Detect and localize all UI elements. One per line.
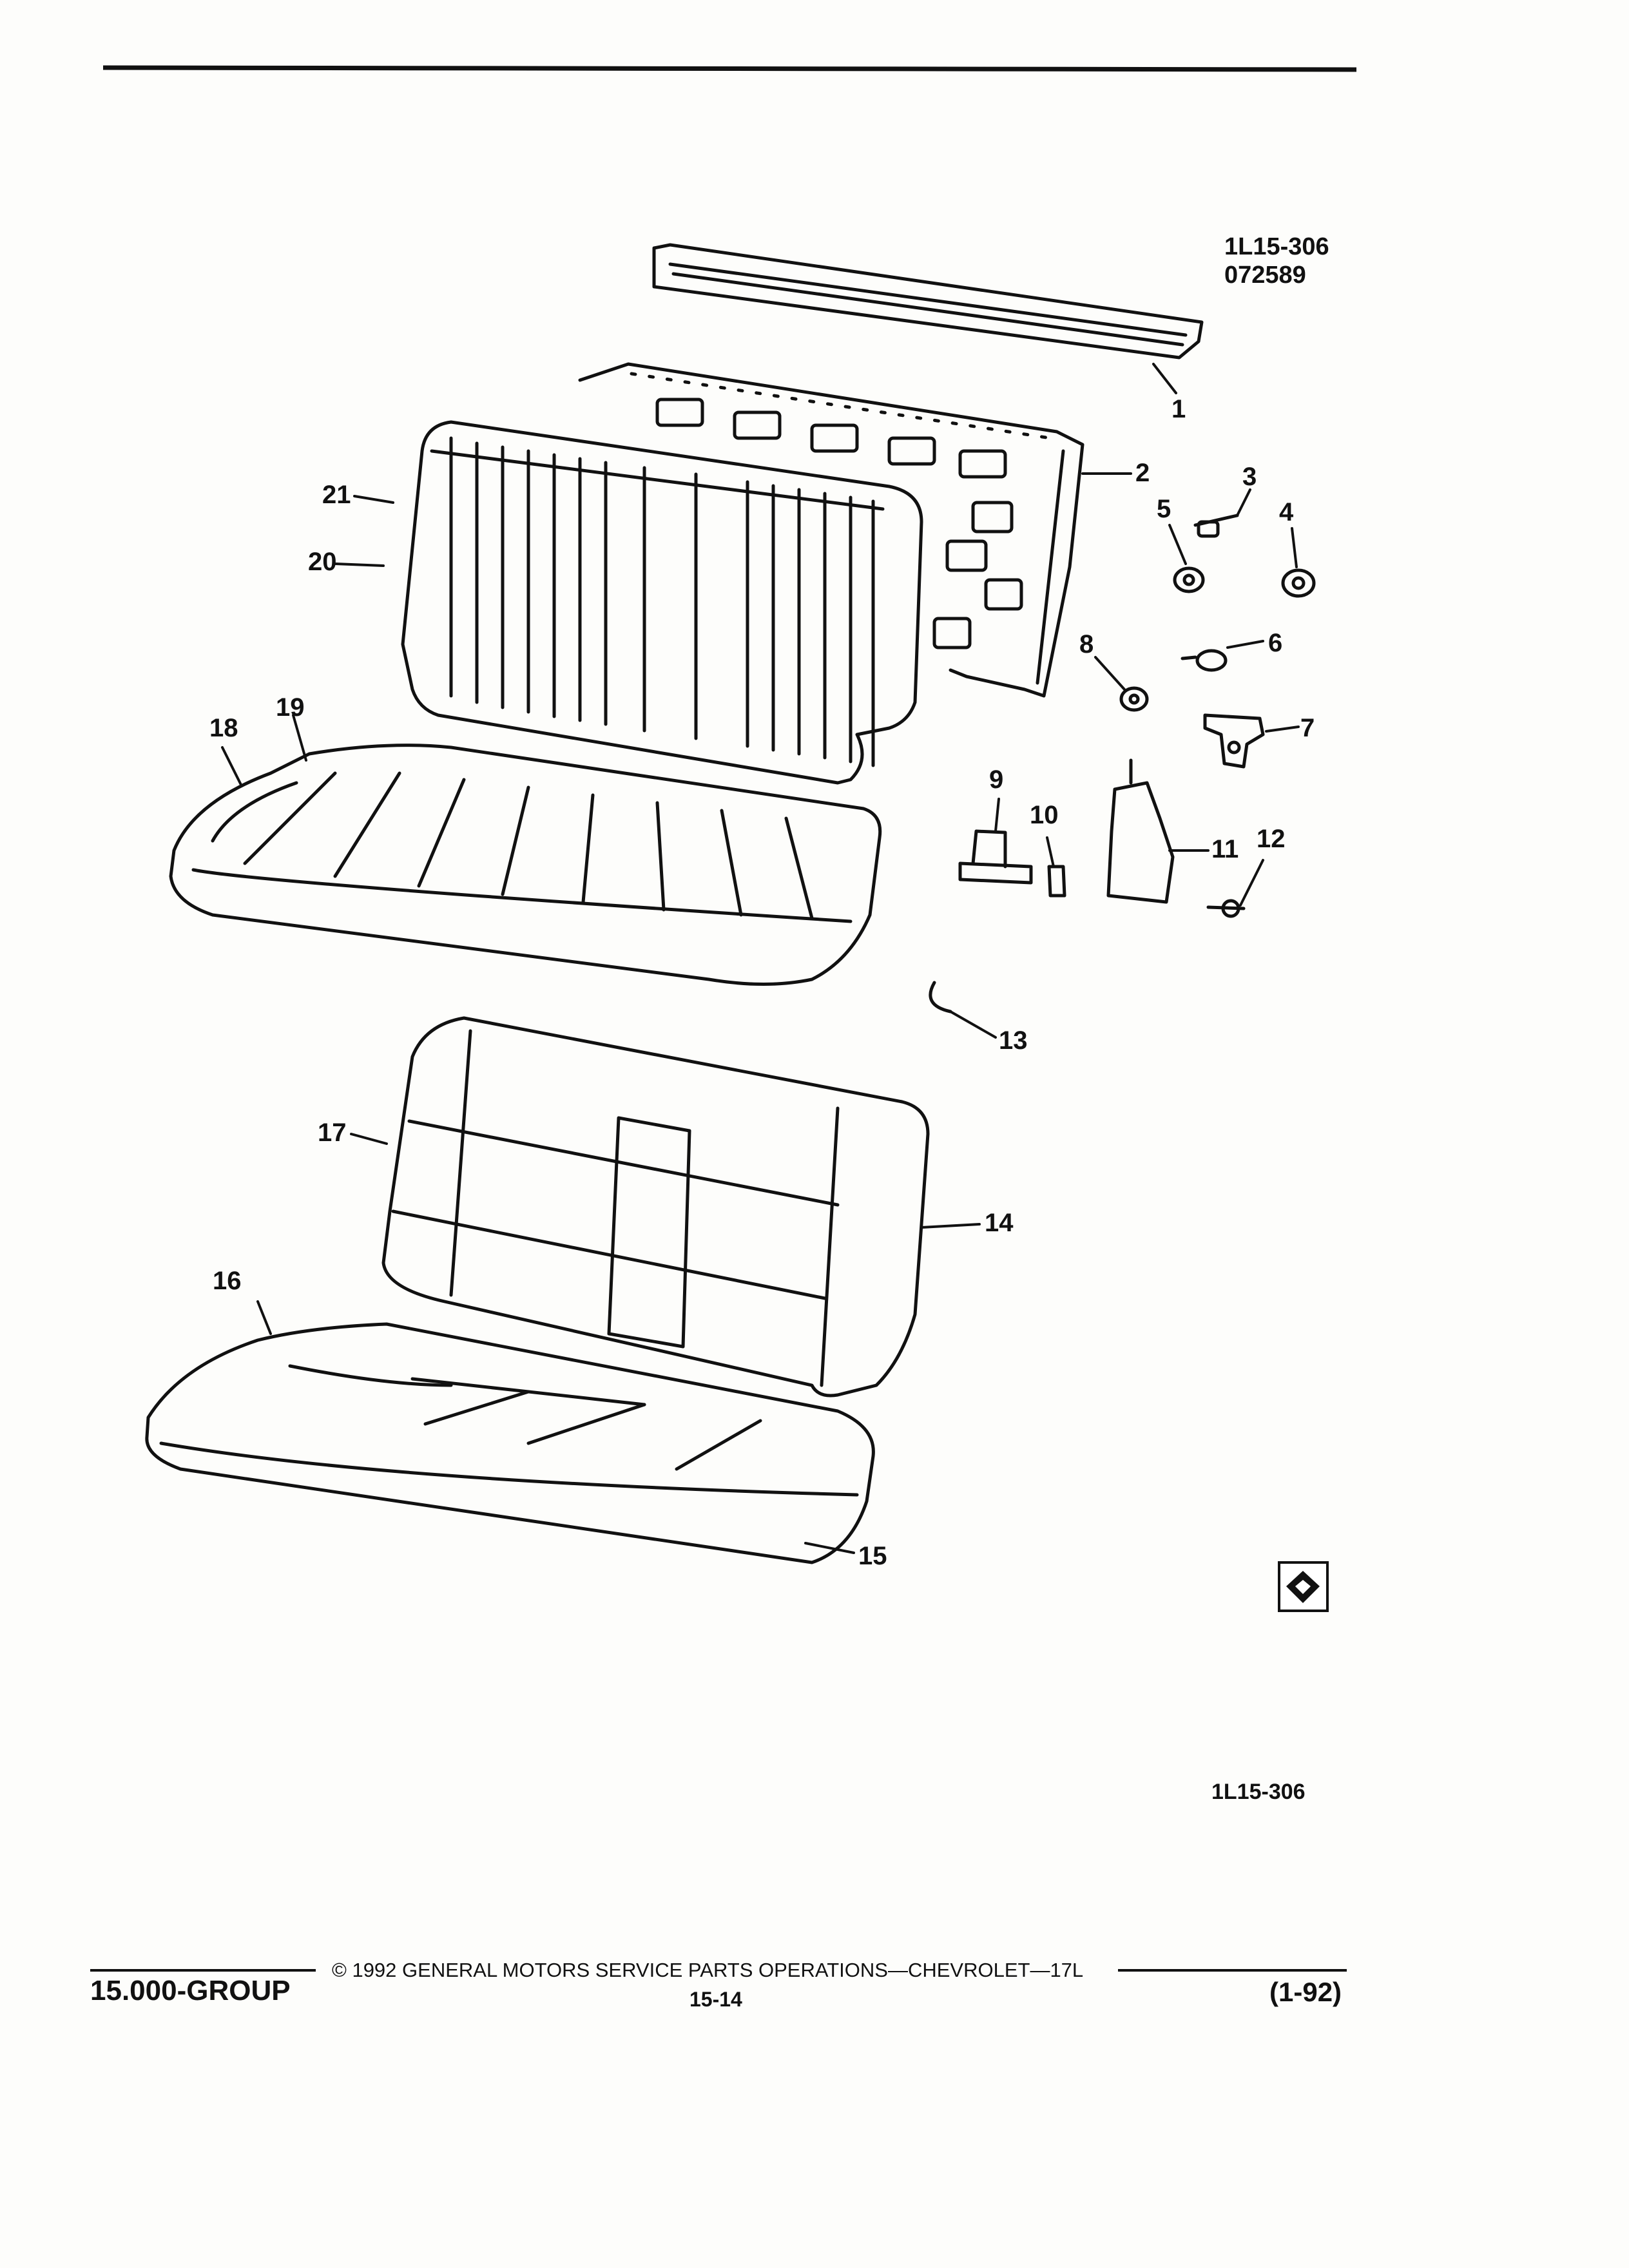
part-3-bolt — [1193, 514, 1239, 538]
callout-10: 10 — [1030, 801, 1059, 829]
part-12-bolt — [1206, 899, 1246, 918]
callout-2: 2 — [1135, 459, 1150, 487]
drawing-code-line-2: 072589 — [1224, 261, 1306, 289]
part-2-seat-back-frame — [578, 362, 1084, 698]
drawing-code-line-1: 1L15-306 — [1224, 233, 1329, 260]
callout-19: 19 — [276, 693, 305, 722]
callout-3: 3 — [1242, 463, 1257, 491]
part-11-latch — [1106, 758, 1175, 904]
callout-17: 17 — [318, 1119, 347, 1147]
footer-page-number: 15-14 — [689, 1988, 742, 2011]
part-21-seat-back-cushion — [401, 420, 923, 785]
callout-11: 11 — [1211, 835, 1239, 863]
callout-21: 21 — [322, 481, 351, 509]
callout-1: 1 — [1171, 395, 1186, 423]
callout-13: 13 — [999, 1026, 1028, 1055]
part-13-spring-clip — [929, 981, 952, 1014]
callout-6: 6 — [1268, 629, 1283, 657]
part-17-lower-seat-back — [381, 1016, 930, 1398]
part-5-nut — [1173, 566, 1205, 593]
top-rule — [102, 65, 1357, 72]
part-1-trim-panel — [652, 243, 1204, 360]
part-9-striker — [958, 829, 1033, 885]
footer-group-label: 15.000-GROUP — [90, 1975, 291, 2006]
callout-15: 15 — [858, 1542, 887, 1570]
part-10-clip — [1047, 865, 1066, 898]
part-18-seat-cushion — [169, 744, 882, 986]
leader-lines — [221, 363, 1300, 1554]
callout-12: 12 — [1257, 825, 1286, 853]
callout-14: 14 — [985, 1209, 1014, 1237]
callout-4: 4 — [1279, 498, 1294, 526]
callout-18: 18 — [209, 714, 238, 742]
callout-16: 16 — [213, 1267, 242, 1295]
callout-9: 9 — [989, 765, 1004, 794]
footer-copyright: © 1992 GENERAL MOTORS SERVICE PARTS OPER… — [332, 1959, 1084, 1981]
nut-bolt-symbol-icon — [1278, 1561, 1329, 1612]
part-4-nut — [1281, 568, 1316, 598]
part-16-lower-seat-cushion — [145, 1322, 875, 1564]
callout-20: 20 — [308, 548, 337, 576]
part-8-grommet — [1119, 686, 1149, 712]
callout-8: 8 — [1079, 630, 1094, 658]
part-7-bracket — [1203, 713, 1265, 769]
callout-7: 7 — [1300, 714, 1315, 742]
drawing-code-bottom: 1L15-306 — [1211, 1780, 1306, 1804]
part-6-clip — [1181, 649, 1228, 672]
footer-revision: (1-92) — [1269, 1977, 1342, 2007]
drawing-code-top: 1L15-306 072589 — [1224, 233, 1329, 289]
callout-5: 5 — [1157, 495, 1171, 523]
